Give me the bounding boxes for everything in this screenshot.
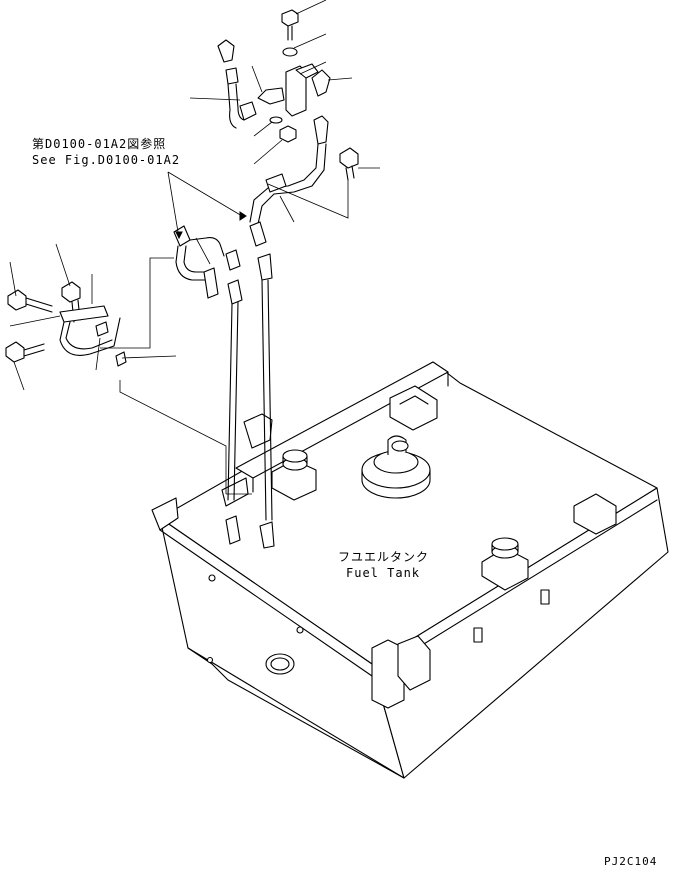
- tank-right-face: [371, 487, 669, 779]
- bracket-left: [5, 281, 127, 367]
- fuel-tank-label-en: Fuel Tank: [346, 566, 421, 580]
- fuel-tank: [151, 361, 669, 779]
- leader-lines: [9, 0, 380, 495]
- drawing-code: PJ2C104: [604, 855, 658, 868]
- hose-left: [217, 39, 257, 129]
- fuel-tank-label-jp: フユエルタンク: [338, 550, 430, 564]
- hose-right: [249, 115, 329, 247]
- bolt-right: [339, 147, 359, 181]
- reference-label-jp: 第D0100-01A2図参照: [32, 137, 167, 151]
- pipe-middle: [173, 225, 275, 549]
- reference-label-en: See Fig.D0100-01A2: [32, 153, 181, 167]
